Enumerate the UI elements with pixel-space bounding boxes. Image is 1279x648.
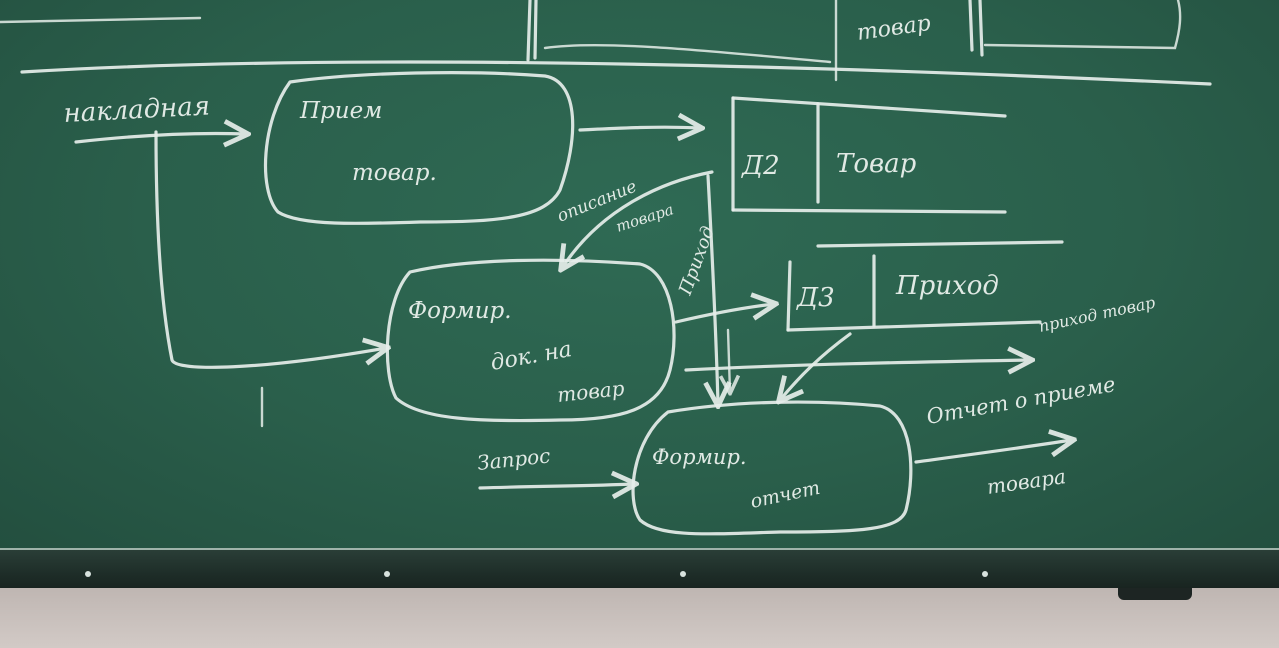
top-process-box <box>983 0 1182 50</box>
rivet <box>384 571 390 577</box>
flow-opisanie-arrow <box>562 170 714 268</box>
datastore-d3-id: Д3 <box>796 283 835 313</box>
flow-zapros-arrow <box>478 484 634 488</box>
wall <box>0 588 1279 648</box>
datastore-d2-name: Товар <box>836 149 917 179</box>
process-formir-otch-line2: отчет <box>748 477 822 513</box>
rivet <box>680 571 686 577</box>
top-line-left <box>0 16 202 24</box>
flow-zapros-label: Запрос <box>476 443 551 475</box>
flow-priem-to-d2 <box>578 127 700 130</box>
process-priem <box>263 71 575 225</box>
flow-nakladnaya-label: накладная <box>63 91 211 129</box>
top-tovar-label: товар <box>855 11 932 46</box>
top-vertical-arrow <box>526 0 538 62</box>
process-formir-doc-line3: товар <box>556 376 626 407</box>
process-formir-otch-line1: Формир. <box>652 445 747 469</box>
flow-otchet-line1: Отчет о приеме <box>925 372 1118 429</box>
top-process-edge <box>968 0 984 57</box>
top-separator-line <box>20 60 1212 86</box>
process-formir-doc-line1: Формир. <box>408 298 512 324</box>
flow-otchet-line2: товара <box>985 464 1067 499</box>
rivet <box>85 571 91 577</box>
process-formir-doc-line2: док. на <box>489 337 574 376</box>
flow-prihod-tovar-arrow <box>684 360 1030 370</box>
flow-d2-to-report <box>708 174 718 404</box>
datastore-d2-id: Д2 <box>741 151 780 181</box>
process-priem-line2: товар. <box>352 160 437 186</box>
flow-prihod-arrow <box>674 304 774 324</box>
process-formir-doc <box>385 258 676 423</box>
datastore-d3: Д3 Приход <box>786 240 1064 332</box>
board-bracket <box>1118 588 1192 600</box>
datastore-d3-name: Приход <box>895 271 999 301</box>
process-formir-otch <box>631 400 913 536</box>
chalk-tray <box>0 548 1279 590</box>
flow-prihod-tovar-label: приход товар <box>1037 293 1157 336</box>
flow-nakladnaya-arrow <box>74 133 246 142</box>
process-priem-line1: Прием <box>299 98 382 124</box>
flow-otchet-arrow <box>914 440 1072 464</box>
flow-d3-to-report <box>780 332 852 400</box>
rivet <box>982 571 988 577</box>
datastore-d2: Д2 Товар <box>731 96 1007 214</box>
top-fragments: товар <box>0 0 1212 86</box>
dfd-diagram: товар Прием товар. накладная Д2 Товар оп… <box>0 0 1212 536</box>
flow-d2-to-report-2 <box>728 328 730 392</box>
top-curve <box>543 43 832 64</box>
flow-nakladnaya-to-formir <box>154 130 386 369</box>
